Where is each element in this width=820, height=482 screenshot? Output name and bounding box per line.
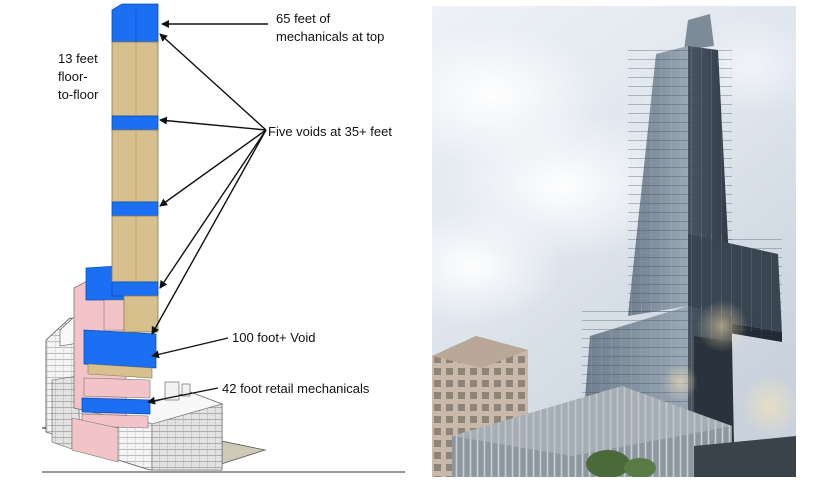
callout-arrows: [147, 20, 268, 405]
label-retail-mechanicals: 42 foot retail mechanicals: [222, 381, 370, 396]
tower-shaft: [111, 3, 159, 333]
lens-flares: [662, 300, 796, 436]
neighbor-buildings-right: [117, 381, 223, 471]
arrow-retail-mechanicals: [147, 387, 219, 405]
tower-rendering-photo: [432, 6, 796, 477]
arrow-void-4: [159, 129, 267, 289]
arrow-void-2: [159, 116, 267, 131]
clouds: [432, 16, 796, 326]
label-five-voids: Five voids at 35+ feet: [268, 124, 392, 139]
arrow-void-3: [159, 129, 267, 207]
trees: [586, 450, 656, 477]
podium: [71, 265, 157, 463]
tower-diagram-svg: [41, 3, 405, 473]
tower-section-diagram: 13 feet floor- to-floor 65 feet of mecha…: [0, 0, 412, 477]
arrow-100-foot-void: [151, 337, 229, 359]
label-floor-to-floor: 13 feet floor- to-floor: [58, 51, 99, 102]
label-100-foot-void: 100 foot+ Void: [232, 330, 316, 345]
arrow-void-5: [151, 129, 267, 335]
tower-rendering-svg: [432, 6, 796, 477]
podium-facade: [452, 386, 796, 477]
arrow-void-1: [159, 33, 267, 131]
label-mechanicals-top: 65 feet of mechanicals at top: [276, 11, 385, 44]
